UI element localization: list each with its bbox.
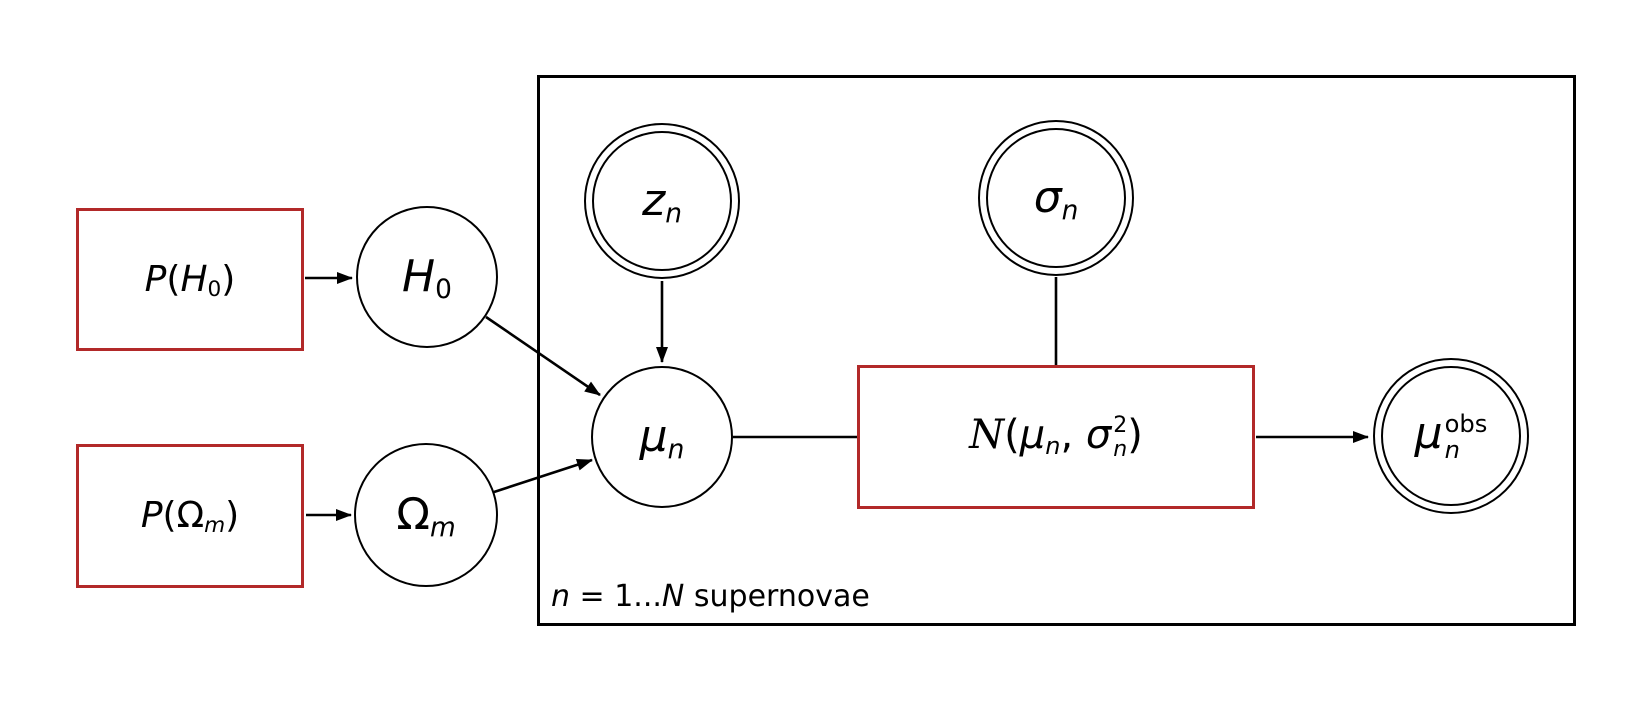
node-sigma-n-label: σn bbox=[1033, 172, 1079, 226]
prior-box-pomega-m-label: P(Ωm) bbox=[140, 495, 240, 539]
node-omega-m: Ωm bbox=[354, 443, 498, 587]
prior-box-pomega-m: P(Ωm) bbox=[76, 444, 304, 588]
node-z-n-inner-ring bbox=[592, 131, 732, 271]
node-z-n-label: zn bbox=[642, 175, 682, 229]
node-h0-label: H0 bbox=[402, 251, 452, 305]
node-mu-n-label: μn bbox=[639, 411, 685, 465]
node-z-n: zn bbox=[584, 123, 740, 279]
node-mu-n: μn bbox=[591, 366, 733, 508]
node-sigma-n: σn bbox=[978, 120, 1134, 276]
node-h0: H0 bbox=[356, 206, 498, 348]
prior-box-ph0: P(H0) bbox=[76, 208, 304, 351]
node-omega-m-label: Ωm bbox=[396, 489, 456, 543]
prior-box-ph0-label: P(H0) bbox=[144, 258, 236, 302]
node-sigma-n-inner-ring bbox=[986, 128, 1126, 268]
node-mu-obs-inner-ring bbox=[1381, 366, 1521, 506]
plate-label: n = 1...N supernovae bbox=[551, 579, 870, 614]
